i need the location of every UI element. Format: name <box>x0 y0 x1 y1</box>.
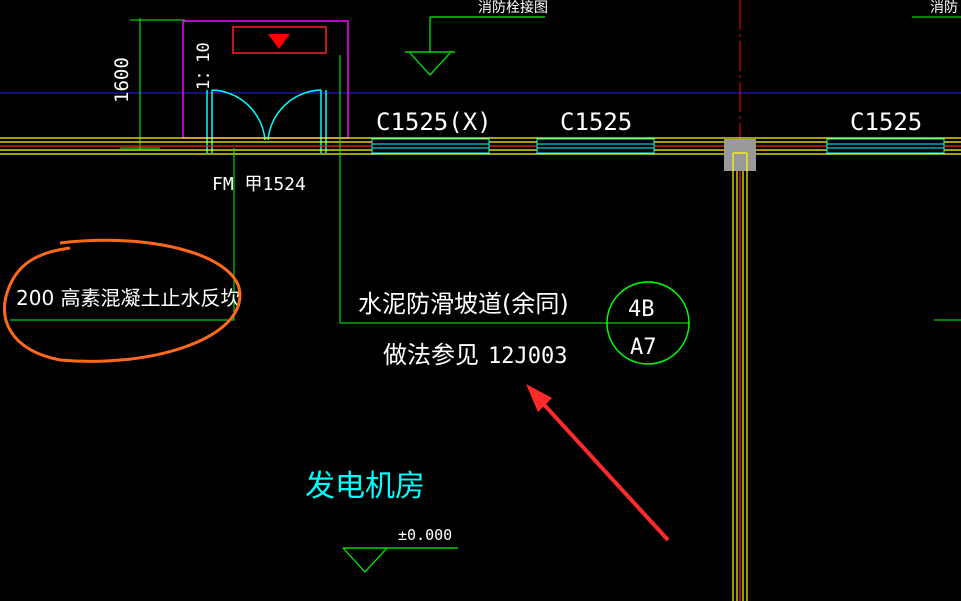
window-label-2: C1525 <box>560 108 632 136</box>
door-swing <box>206 89 327 153</box>
wall-vertical <box>732 171 748 601</box>
red-arrow-icon <box>526 384 670 542</box>
red-triangle-icon <box>268 34 290 49</box>
window-c1525-right <box>826 138 945 154</box>
window-c1525x <box>371 138 490 154</box>
detail-bubble-top: 4B <box>628 297 655 322</box>
fire-hydrant-label-left: 消防栓接图 <box>478 0 548 16</box>
ramp-note-line2: 做法参见 <box>383 341 479 369</box>
fire-hydrant-label-right: 消防 <box>930 0 958 16</box>
room-name: 发电机房 <box>305 469 425 504</box>
warning-box <box>232 26 327 54</box>
detail-bubble-bottom: A7 <box>630 335 657 360</box>
dimension-1600 <box>120 18 185 150</box>
window-c1525-middle <box>536 138 655 154</box>
window-label-1: C1525(X) <box>376 108 492 136</box>
fire-hydrant-symbol-left <box>405 16 545 76</box>
elevation-value: ±0.000 <box>398 526 452 544</box>
leader-lines <box>10 55 961 324</box>
ramp-reference: 12J003 <box>488 344 567 369</box>
column-wall-junction <box>732 152 748 171</box>
curb-note: 200 高素混凝土止水反坎 <box>16 286 241 310</box>
ramp-note-line1: 水泥防滑坡道(余同) <box>358 290 569 318</box>
door-label: FM 甲1524 <box>212 174 306 195</box>
dimension-1600-text: 1600 <box>111 57 133 103</box>
slope-ratio: 1：10 <box>194 42 214 90</box>
window-label-3: C1525 <box>850 108 922 136</box>
annotation-circle <box>2 238 242 363</box>
elevation-triangle-icon <box>342 547 458 573</box>
detail-bubble <box>606 281 690 365</box>
structural-column <box>724 139 756 171</box>
